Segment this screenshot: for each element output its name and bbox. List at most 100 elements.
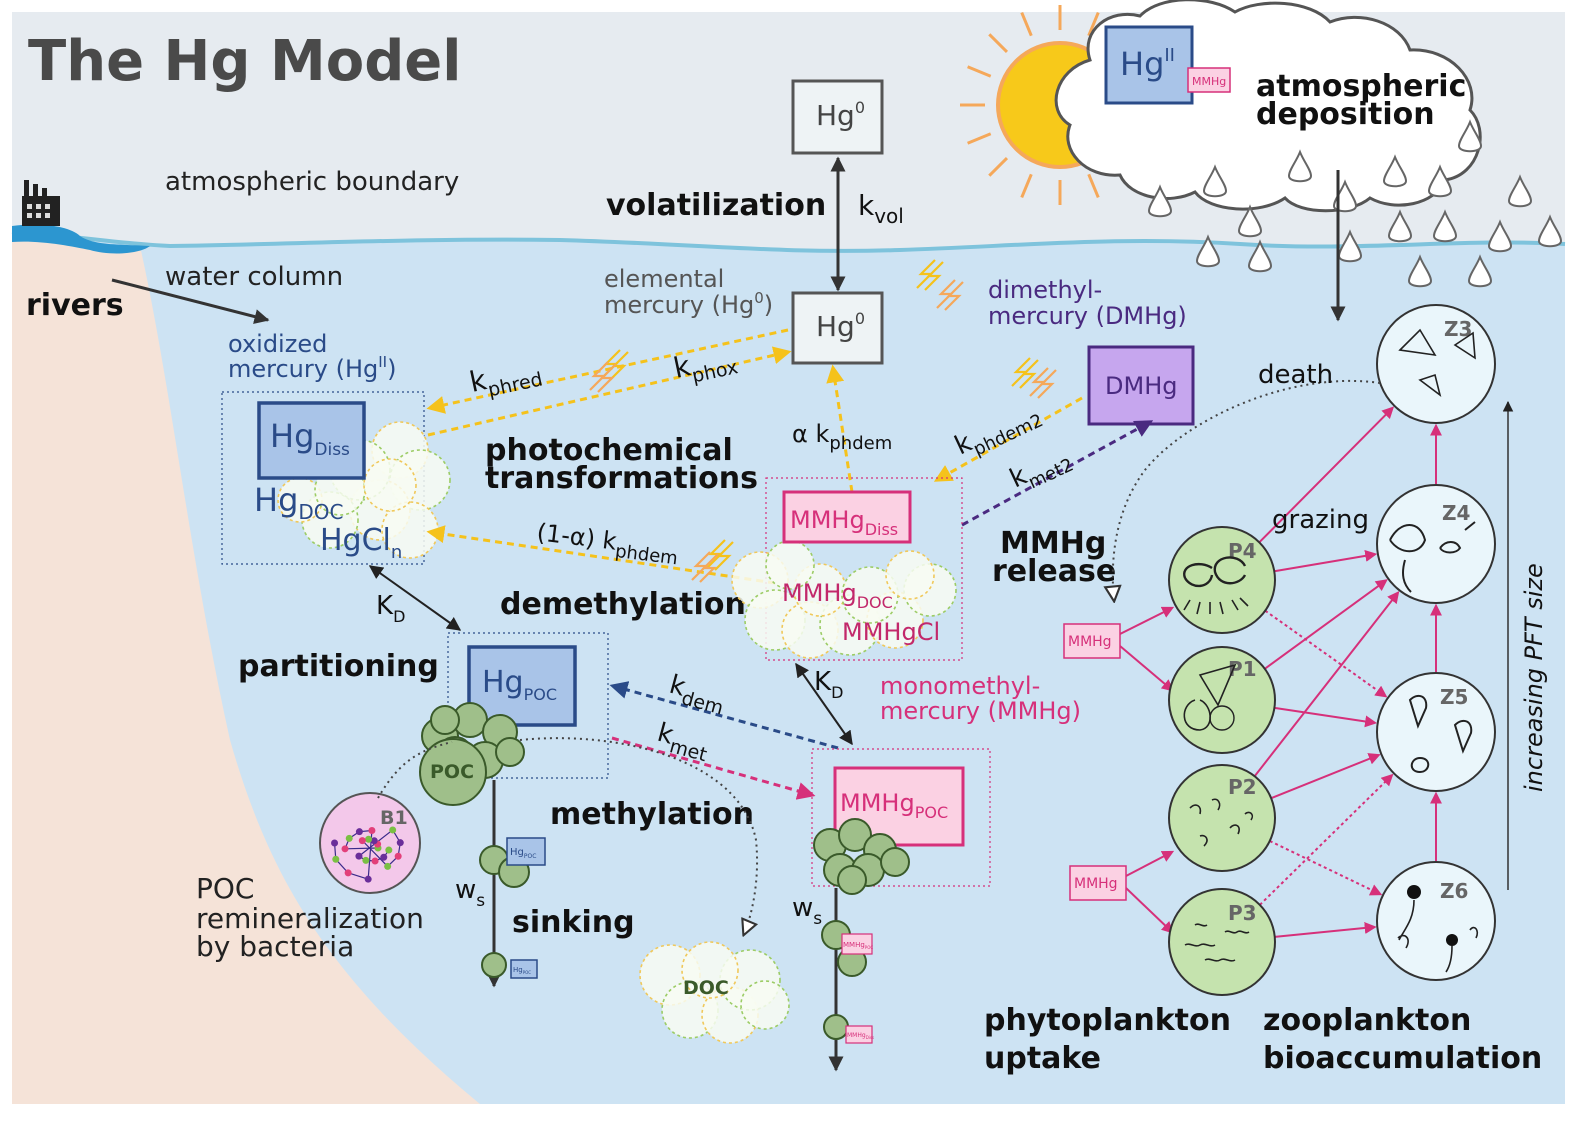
photochem-label-2: transformations: [485, 461, 758, 496]
kd-mmhg-label: KD: [814, 667, 843, 702]
elemental-label-2: mercury (Hg0): [604, 289, 773, 319]
poc-particle: [880, 847, 910, 877]
p2-label: P2: [1228, 775, 1257, 799]
poc-aggregate: [419, 702, 525, 806]
poc-particle: [430, 705, 460, 735]
light-bolts-icon: [589, 259, 1057, 583]
hg2-group-frame: [221, 391, 425, 565]
hg0-water-box: [791, 291, 884, 365]
atmospheric-boundary-label: atmospheric boundary: [165, 167, 459, 197]
p1-circle: [1168, 646, 1276, 754]
mmhg-uptake-label-2: MMHg: [1074, 876, 1118, 892]
photochem-label-1: photochemical: [485, 433, 733, 468]
factory-icon: [22, 180, 60, 226]
organism-sketch: [1183, 563, 1214, 588]
tag-mmhgpoc-label: MMHgPOC: [843, 941, 873, 950]
death-label: death: [1258, 360, 1333, 390]
organism-sketch: [1408, 694, 1473, 774]
demethylation-label: demethylation: [500, 587, 746, 622]
organism-sketch: [1198, 663, 1237, 707]
ws-mmhg-label: ws: [792, 893, 822, 929]
bacteria-cell: [365, 835, 373, 843]
bolt: [1011, 357, 1031, 387]
bacteria-cell: [394, 852, 402, 860]
raindrop: [1457, 119, 1483, 153]
organism-sketch: [1184, 923, 1250, 962]
hgpoc-label: HgPOC: [482, 665, 557, 704]
b1-label: B1: [380, 807, 408, 829]
organism-sketch: [1397, 899, 1479, 973]
mmhg-poc-aggregate: [813, 818, 910, 895]
sinking-label: sinking: [512, 905, 635, 940]
bolt: [699, 553, 719, 583]
hgpoc-group-frame: [447, 632, 609, 779]
dimethyl-label-1: dimethyl-: [988, 276, 1102, 304]
z6-blob: [1407, 885, 1421, 899]
raindrop: [1507, 174, 1533, 208]
bolt: [1019, 359, 1039, 389]
poc-particle: [838, 818, 872, 852]
rivers-label: rivers: [26, 288, 124, 323]
hgdiss-box: [257, 401, 366, 480]
sun-ray: [967, 65, 992, 78]
p1-label: P1: [1228, 657, 1257, 681]
methylation-label: methylation: [550, 797, 754, 832]
rivers-arrow: [111, 278, 270, 324]
bolt: [924, 261, 944, 291]
tag-mmhgdiss-label: MMHgDiss: [847, 1032, 874, 1040]
trophic-link: [1264, 579, 1388, 670]
sun-ray: [967, 132, 992, 145]
bacteria-cell: [362, 856, 370, 864]
hg0-atm-box: [791, 79, 884, 155]
bacteria-cell: [384, 862, 392, 870]
mmhgpoc-group-frame: [811, 748, 991, 887]
bolt: [936, 279, 956, 309]
mmhg-atm-label: MMHg: [1192, 75, 1226, 88]
doc-bubble: [681, 941, 739, 999]
tag-hgpoc-1: [506, 837, 546, 866]
kphox-arrow: [427, 346, 792, 437]
page-title: The Hg Model: [28, 29, 461, 94]
remin-label-3: by bacteria: [196, 930, 354, 963]
b1-circle: [319, 792, 421, 894]
bolt: [916, 259, 936, 289]
bacteria-cell: [355, 852, 363, 860]
doc-bubble: [765, 540, 815, 590]
p2-circle: [1168, 764, 1276, 872]
sun-ray: [1087, 12, 1100, 37]
z5-label: Z5: [1440, 685, 1468, 709]
monomethyl-label-1: monomethyl-: [880, 672, 1040, 700]
hgdiss-label: HgDiss: [270, 417, 350, 460]
poc-particle: [419, 738, 487, 806]
mmhgdoc-label: MMHgDOC: [782, 579, 893, 612]
dmhg-box: [1087, 345, 1195, 426]
kd-mmhg-arrow: [795, 662, 853, 746]
trophic-link: [1125, 887, 1174, 934]
bacteria-cell: [371, 857, 379, 865]
dmhg-label: DMHg: [1105, 372, 1177, 400]
dimethyl-label-2: mercury (DMHg): [988, 302, 1187, 330]
mmhg-uptake-box-2: [1069, 865, 1127, 901]
deposition-label-1: atmospheric: [1256, 69, 1466, 104]
tag-hgpoc-2-label: HgPOC: [513, 966, 531, 975]
raindrop: [1202, 164, 1228, 198]
tag-hgpoc-2: [510, 959, 538, 979]
doc-label: DOC: [683, 977, 729, 999]
trophic-link: [1258, 406, 1395, 544]
bolt: [691, 551, 711, 581]
bacteria-cell: [364, 875, 372, 883]
bacteria-cell: [341, 845, 349, 853]
trophic-link: [1259, 773, 1394, 906]
kd-hg-label: KD: [376, 591, 405, 626]
bolt: [1029, 367, 1049, 397]
phyto-uptake-label-1: phytoplankton: [984, 1003, 1231, 1038]
kphred-arrow: [426, 328, 789, 414]
z4-label: Z4: [1442, 501, 1470, 525]
raindrop: [1487, 219, 1513, 253]
bacteria-link: [345, 847, 379, 850]
trophic-link: [1119, 606, 1175, 635]
kmet-arrow: [611, 736, 816, 800]
bolt: [589, 361, 609, 391]
bacteria-cell: [385, 846, 393, 854]
ws-hg-label: ws: [455, 875, 485, 911]
